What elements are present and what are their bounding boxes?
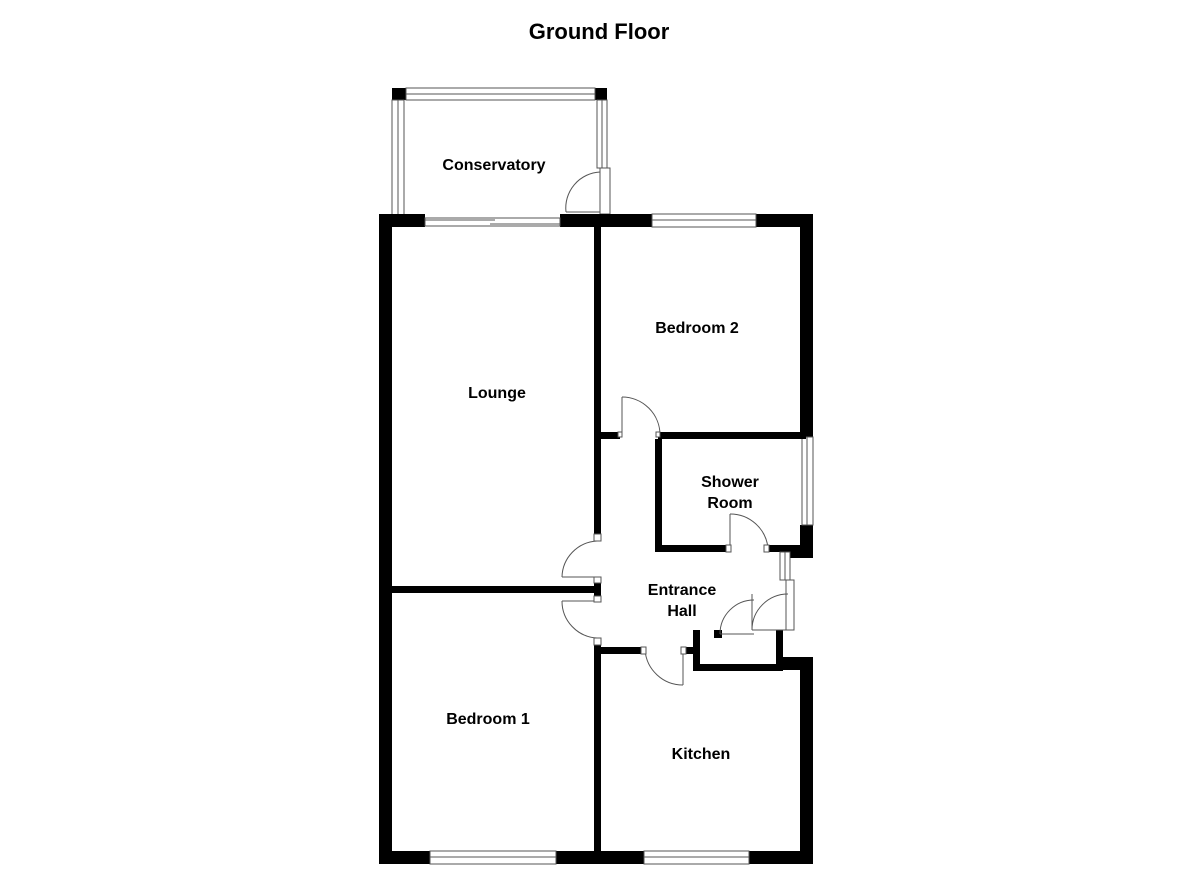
- room-label-shower-room-line1: Shower: [701, 474, 759, 491]
- room-label-kitchen: Kitchen: [672, 746, 731, 763]
- room-label-bedroom-1: Bedroom 1: [446, 711, 530, 728]
- room-label-entrance-hall-line2: Hall: [667, 603, 696, 620]
- conservatory-door-swing: [565, 171, 601, 213]
- room-label-bedroom-2: Bedroom 2: [655, 320, 739, 337]
- lounge-sliding-door: [424, 217, 561, 227]
- room-label-conservatory: Conservatory: [442, 157, 545, 174]
- room-label-entrance-hall-line1: Entrance: [648, 582, 717, 599]
- conservatory-structure: [391, 87, 611, 219]
- outer-windows: [424, 213, 814, 865]
- interior-walls: [392, 227, 806, 851]
- floor-title: Ground Floor: [529, 19, 670, 44]
- entrance-door-frame: [776, 551, 795, 631]
- outer-walls: [379, 214, 813, 864]
- room-label-shower-room-line2: Room: [707, 495, 752, 512]
- room-label-lounge: Lounge: [468, 385, 526, 402]
- door-swings: [561, 396, 789, 686]
